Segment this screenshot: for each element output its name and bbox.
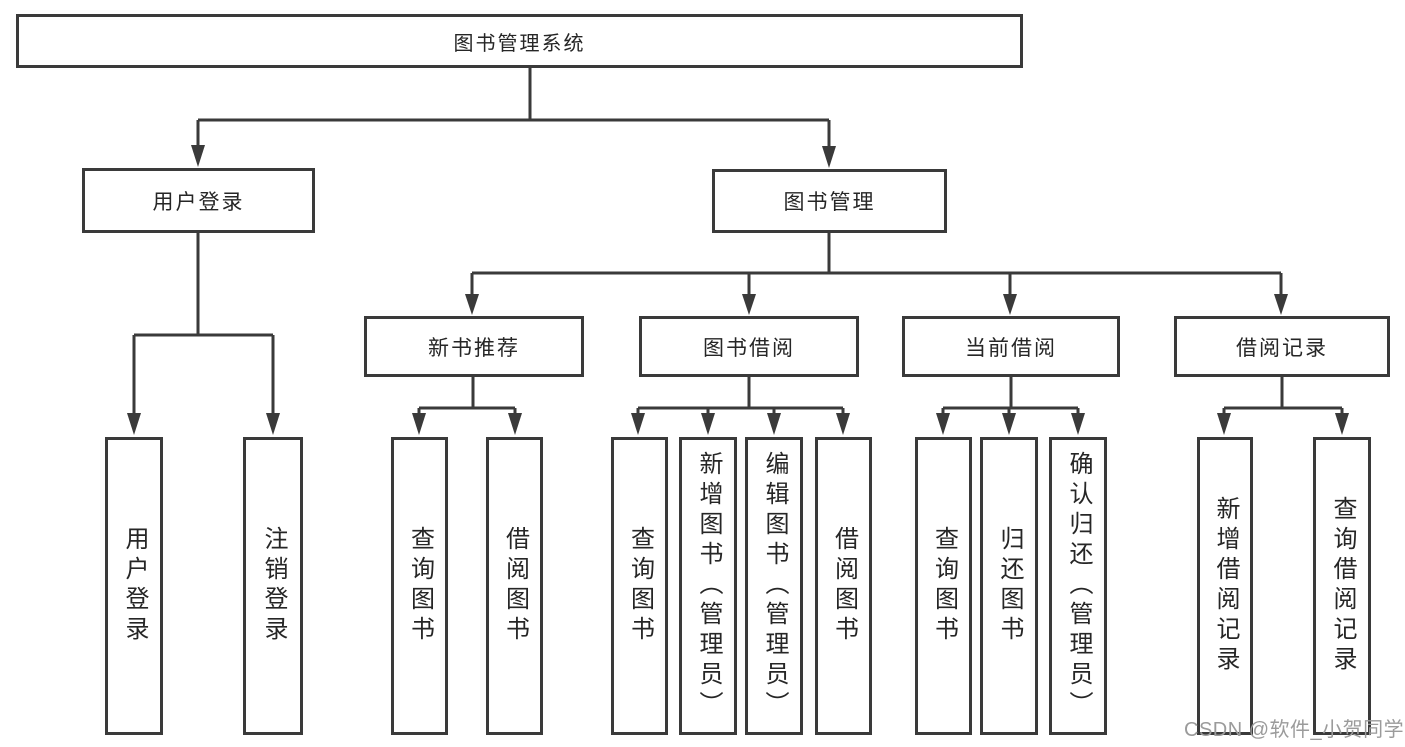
leaf-records-query-record: 查询借阅记录 [1313, 437, 1371, 735]
leaf-logout: 注销登录 [243, 437, 303, 735]
connector-book-borrowing-to-leaves [631, 377, 850, 435]
leaf-user-login: 用户登录 [105, 437, 163, 735]
leaf-borrowing-add-books-admin: 新增图书（管理员） [679, 437, 737, 735]
node-new-book-recommend: 新书推荐 [364, 316, 584, 377]
leaf-recommend-query-books: 查询图书 [391, 437, 448, 735]
connector-borrowing-records-to-leaves [1217, 377, 1349, 435]
leaf-borrowing-borrow-books-label: 借阅图书 [830, 526, 858, 646]
connector-book-management-to-level3 [465, 233, 1288, 315]
leaf-current-query-books: 查询图书 [915, 437, 972, 735]
node-user-login: 用户登录 [82, 168, 315, 233]
node-book-borrowing-label: 图书借阅 [703, 336, 795, 360]
leaf-recommend-query-books-label: 查询图书 [406, 526, 434, 646]
leaf-user-login-label: 用户登录 [121, 526, 148, 646]
node-root-system-label: 图书管理系统 [453, 32, 586, 55]
watermark-text: CSDN @软件_小贺同学 [1184, 719, 1405, 741]
leaf-current-confirm-return-admin-label: 确认归还（管理员） [1065, 451, 1092, 721]
leaf-borrowing-query-books-label: 查询图书 [626, 526, 654, 646]
leaf-recommend-borrow-books-label: 借阅图书 [501, 526, 529, 646]
node-book-management: 图书管理 [712, 169, 947, 233]
leaf-logout-label: 注销登录 [260, 526, 287, 646]
connector-user-login-to-leaves [127, 233, 280, 435]
node-user-login-label: 用户登录 [152, 190, 245, 214]
node-borrowing-records: 借阅记录 [1174, 316, 1390, 377]
connector-root-to-level2 [191, 68, 836, 168]
leaf-borrowing-edit-books-admin-label: 编辑图书（管理员） [761, 451, 788, 721]
leaf-records-query-record-label: 查询借阅记录 [1329, 496, 1356, 676]
leaf-borrowing-borrow-books: 借阅图书 [815, 437, 872, 735]
node-current-borrowing-label: 当前借阅 [965, 336, 1057, 360]
node-borrowing-records-label: 借阅记录 [1236, 336, 1328, 360]
leaf-borrowing-add-books-admin-label: 新增图书（管理员） [695, 451, 722, 721]
node-root-system: 图书管理系统 [16, 14, 1023, 68]
leaf-current-return-books-label: 归还图书 [996, 526, 1023, 646]
node-book-management-label: 图书管理 [783, 191, 876, 214]
leaf-current-confirm-return-admin: 确认归还（管理员） [1049, 437, 1107, 735]
node-current-borrowing: 当前借阅 [902, 316, 1120, 377]
leaf-borrowing-query-books: 查询图书 [611, 437, 668, 735]
leaf-records-add-record-label: 新增借阅记录 [1212, 496, 1239, 676]
leaf-recommend-borrow-books: 借阅图书 [486, 437, 543, 735]
connector-current-borrowing-to-leaves [936, 377, 1085, 435]
leaf-records-add-record: 新增借阅记录 [1197, 437, 1253, 735]
node-new-book-recommend-label: 新书推荐 [428, 336, 520, 360]
leaf-current-return-books: 归还图书 [980, 437, 1038, 735]
leaf-current-query-books-label: 查询图书 [930, 526, 958, 646]
node-book-borrowing: 图书借阅 [639, 316, 859, 377]
leaf-borrowing-edit-books-admin: 编辑图书（管理员） [745, 437, 803, 735]
connector-new-book-recommend-to-leaves [412, 377, 522, 435]
